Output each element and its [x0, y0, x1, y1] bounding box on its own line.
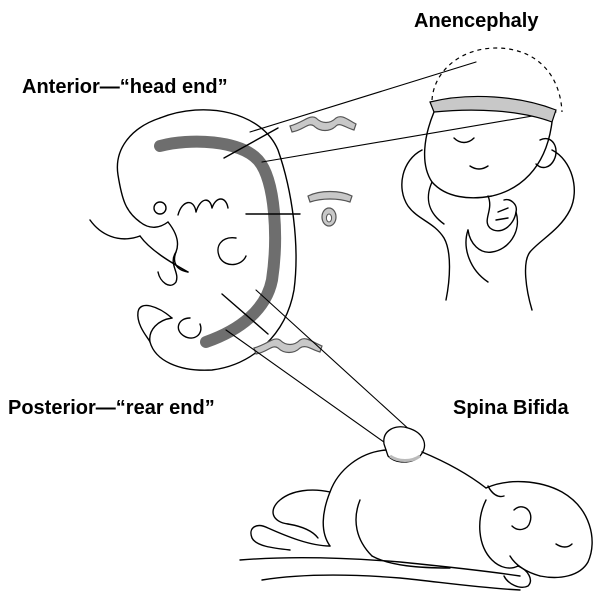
infant2-ear [512, 507, 531, 530]
cross-section-arc [308, 192, 352, 203]
embryo-tail [138, 305, 172, 342]
infant2-arm [480, 500, 518, 568]
infant2-hair [488, 486, 504, 497]
embryo-stalk-1 [90, 220, 140, 239]
infant2-blanket-bottom [262, 575, 520, 590]
anencephaly-infant [402, 48, 574, 310]
label-anencephaly: Anencephaly [414, 10, 538, 33]
infant-blanket-right [526, 150, 575, 310]
embryo-stalk-2 [158, 252, 177, 285]
embryo-limb-bud-upper [218, 238, 246, 265]
infant-back-upper [422, 452, 486, 488]
embryo-limb-bud-lower [178, 318, 201, 338]
infant-hand [487, 196, 516, 231]
infant-head-outline [425, 112, 552, 198]
infant2-blanket-top [240, 558, 520, 576]
infant-fingers [496, 208, 508, 220]
cross-section-open-anterior [290, 117, 356, 132]
embryo-head-front [117, 118, 168, 227]
embryo-jaw [168, 222, 188, 272]
label-spina-bifida: Spina Bifida [453, 397, 569, 420]
infant-mouth [470, 166, 488, 169]
embryo-eye [154, 202, 166, 214]
infant2-knee [356, 500, 372, 556]
infant-arm [468, 212, 517, 252]
infant2-face [510, 556, 540, 576]
infant2-leg-upper [273, 490, 330, 524]
embryo-heart-bulge [140, 236, 188, 272]
exposed-neural-tissue [430, 96, 556, 122]
infant-blanket-inner [428, 182, 444, 224]
projection-line-anencephaly-top [250, 62, 476, 132]
label-posterior-rear-end: Posterior—“rear end” [8, 397, 215, 420]
projection-line-spina-upper [256, 290, 412, 432]
infant-eye-closed [454, 138, 474, 143]
spina-bifida-infant [240, 427, 592, 590]
label-anterior-head-end: Anterior—“head end” [22, 76, 228, 99]
infant2-eye [556, 544, 572, 547]
infant2-foot [288, 524, 318, 538]
infant-back [323, 450, 386, 546]
embryo-arches [178, 199, 228, 215]
cross-section-lumen [326, 214, 331, 222]
infant-blanket-left [402, 150, 450, 300]
infant2-hand [504, 566, 530, 587]
